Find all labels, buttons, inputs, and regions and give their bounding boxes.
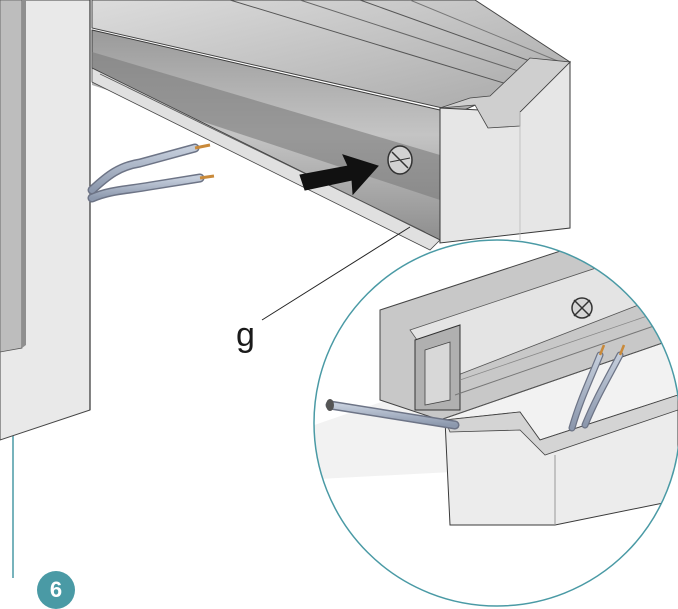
screw-icon bbox=[387, 145, 413, 175]
zoom-detail bbox=[313, 239, 678, 607]
left-frame-panel bbox=[0, 0, 91, 441]
callout-label-g: g bbox=[236, 316, 255, 354]
push-arrow-icon bbox=[299, 154, 379, 196]
cable-pair bbox=[87, 143, 215, 203]
profile-rail bbox=[91, 0, 572, 251]
callout-leader-line bbox=[261, 226, 411, 321]
step-number-badge: 6 bbox=[37, 571, 75, 609]
